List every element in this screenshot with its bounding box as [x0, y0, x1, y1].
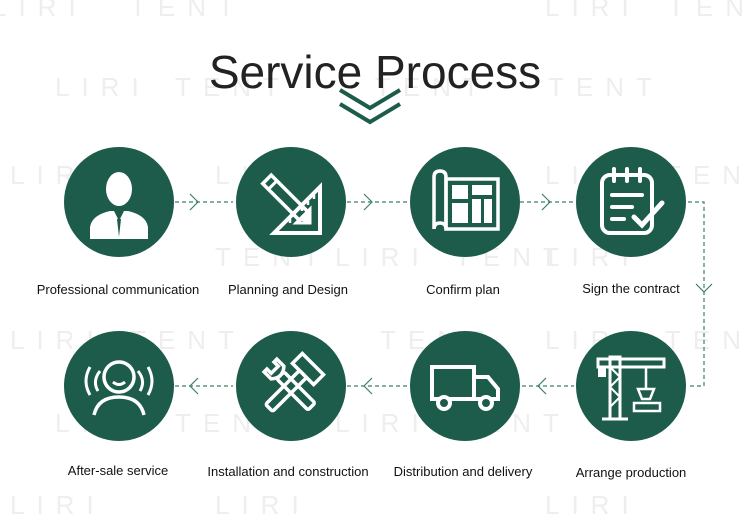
step-after-sale-service	[64, 331, 174, 441]
watermark-text: TENT	[665, 325, 750, 355]
step-label: Arrange production	[575, 465, 687, 480]
truck-icon	[430, 365, 500, 411]
crane-icon	[596, 355, 666, 421]
support-person-icon	[84, 360, 154, 416]
page-title: Service Process	[208, 45, 542, 98]
watermark-text: LIRI	[335, 242, 431, 272]
step-label: Installation and construction	[207, 464, 369, 479]
step-installation-and-construction	[236, 331, 346, 441]
step-label: Distribution and delivery	[393, 464, 533, 479]
step-label: Sign the contract	[582, 281, 680, 296]
watermark-text: TENT	[130, 0, 246, 22]
blueprint-icon	[432, 169, 500, 231]
step-label: After-sale service	[67, 463, 169, 478]
step-label: Confirm plan	[426, 282, 500, 297]
pencil-ruler-icon	[260, 172, 322, 235]
hammer-wrench-icon	[261, 350, 327, 413]
watermark-text: LIRI	[10, 490, 106, 520]
step-confirm-plan	[410, 147, 520, 257]
watermark-text: LIRI	[55, 72, 151, 102]
step-label: Planning and Design	[228, 282, 348, 297]
businessman-icon	[90, 172, 148, 239]
step-sign-the-contract	[576, 147, 686, 257]
step-distribution-and-delivery	[410, 331, 520, 441]
step-planning-and-design	[236, 147, 346, 257]
watermark-text: LIRI	[0, 0, 88, 22]
watermark-text: TENT	[548, 72, 664, 102]
watermark-text: LIRI	[545, 490, 641, 520]
double-chevron-down-icon	[338, 88, 402, 125]
watermark-text: LIRI	[335, 408, 431, 438]
watermark-text: TENT	[375, 72, 491, 102]
step-label: Professional communication	[36, 282, 200, 297]
watermark-text: LIRI	[545, 0, 641, 22]
step-arrange-production	[576, 331, 686, 441]
watermark-text: TENT	[175, 72, 291, 102]
contract-checklist-icon	[600, 167, 665, 235]
watermark-text: LIRI	[215, 490, 311, 520]
watermark-text: TENT	[668, 0, 750, 22]
step-professional-communication	[64, 147, 174, 257]
